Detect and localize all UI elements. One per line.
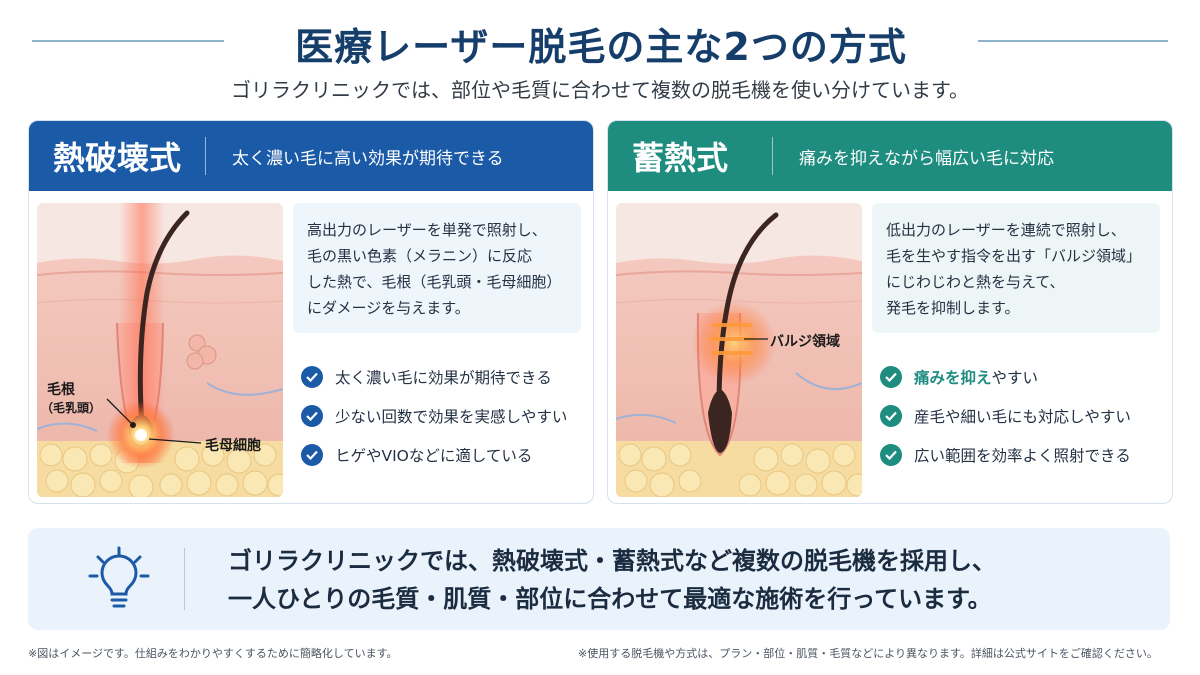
page-subtitle: ゴリラクリニックでは、部位や毛質に合わせて複数の脱毛機を使い分けています。: [231, 78, 969, 102]
check-icon: [880, 404, 902, 427]
list-item: 産毛や細い毛にも対応しやすい: [880, 396, 1170, 435]
description-box: 高出力のレーザーを単発で照射し、 毛の黒い色素（メラニン）に反応 した熱で、毛根…: [293, 203, 581, 333]
page-title: 医療レーザー脱毛の主な2つの方式: [295, 25, 907, 69]
feature-label: 太く濃い毛に効果が期待できる: [335, 368, 552, 387]
feature-list: 太く濃い毛に効果が期待できる 少ない回数で効果を実感しやすい ヒゲやVIOなどに…: [301, 357, 591, 474]
description-line: 低出力のレーザーを連続で照射し、: [886, 221, 1126, 239]
list-item: 少ない回数で効果を実感しやすい: [301, 396, 591, 435]
card-title: 熱破壊式: [53, 139, 182, 177]
card-header: 熱破壊式 太く濃い毛に高い効果が期待できる: [29, 121, 593, 191]
title-decor-line-right: [978, 40, 1168, 42]
card-thermal-destruction: 熱破壊式 太く濃い毛に高い効果が期待できる: [28, 120, 594, 504]
feature-label: 広い範囲を効率よく照射できる: [914, 446, 1131, 465]
description-line: 毛の黒い色素（メラニン）に反応: [307, 247, 533, 265]
description-line: にダメージを与えます。: [307, 299, 470, 317]
list-item: 太く濃い毛に効果が期待できる: [301, 357, 591, 396]
description-line: 高出力のレーザーを単発で照射し、: [307, 221, 547, 239]
title-row: 医療レーザー脱毛の主な2つの方式: [0, 14, 1200, 69]
description-line: にじわじわと熱を与えて、: [886, 273, 1065, 291]
card-tagline: 痛みを抑えながら幅広い毛に対応: [799, 148, 1055, 169]
feature-label: 産毛や細い毛にも対応しやすい: [914, 407, 1131, 426]
summary-text: ゴリラクリニックでは、熱破壊式・蓄熱式など複数の脱毛機を採用し、 一人ひとりの毛…: [228, 542, 996, 618]
list-item: 痛みを抑えやすい: [880, 357, 1170, 396]
label-bulge-region: バルジ領域: [770, 334, 840, 350]
description-line: 毛を生やす指令を出す「バルジ領域」: [886, 247, 1142, 265]
check-icon: [301, 443, 323, 466]
hair-follicle-illustration: 毛根 （毛乳頭） 毛母細胞: [37, 203, 283, 497]
description-line: した熱で、毛根（毛乳頭・毛母細胞）: [307, 273, 562, 291]
summary-line: ゴリラクリニックでは、熱破壊式・蓄熱式など複数の脱毛機を採用し、: [228, 547, 996, 575]
feature-label: ヒゲやVIOなどに適している: [335, 446, 533, 465]
header-divider: [772, 137, 774, 175]
check-icon: [301, 365, 323, 388]
feature-label: やすい: [991, 368, 1039, 387]
follicle-laser-image: [37, 203, 283, 497]
summary-line: 一人ひとりの毛質・肌質・部位に合わせて最適な施術を行っています。: [228, 585, 992, 613]
follicle-bulge-image: [616, 203, 862, 497]
check-icon: [880, 365, 902, 388]
list-item: 広い範囲を効率よく照射できる: [880, 435, 1170, 474]
label-matrix-cells: 毛母細胞: [205, 438, 261, 454]
check-icon: [880, 443, 902, 466]
description-line: 発毛を抑制します。: [886, 299, 1020, 317]
card-heat-accumulation: 蓄熱式 痛みを抑えながら幅広い毛に対応: [607, 120, 1173, 504]
footnote-left: ※図はイメージです。仕組みをわかりやすくするために簡略化しています。: [28, 647, 398, 660]
label-hair-root: 毛根: [47, 382, 75, 398]
panel-divider: [184, 548, 185, 610]
check-icon: [301, 404, 323, 427]
lightbulb-icon: [86, 546, 152, 612]
card-tagline: 太く濃い毛に高い効果が期待できる: [232, 148, 504, 169]
header-divider: [205, 137, 207, 175]
label-papilla: （毛乳頭）: [41, 401, 102, 415]
hair-follicle-illustration: バルジ領域: [616, 203, 862, 497]
footnote-right: ※使用する脱毛機や方式は、プラン・部位・肌質・毛質などにより異なります。詳細は公…: [578, 647, 1158, 660]
feature-list: 痛みを抑えやすい 産毛や細い毛にも対応しやすい 広い範囲を効率よく照射できる: [880, 357, 1170, 474]
card-header: 蓄熱式 痛みを抑えながら幅広い毛に対応: [608, 121, 1172, 191]
list-item: ヒゲやVIOなどに適している: [301, 435, 591, 474]
feature-label: 少ない回数で効果を実感しやすい: [335, 407, 568, 426]
description-box: 低出力のレーザーを連続で照射し、 毛を生やす指令を出す「バルジ領域」 にじわじわ…: [872, 203, 1160, 333]
title-decor-line-left: [32, 40, 224, 42]
feature-highlight: 痛みを抑え: [914, 368, 992, 387]
card-title: 蓄熱式: [632, 139, 729, 177]
summary-panel: ゴリラクリニックでは、熱破壊式・蓄熱式など複数の脱毛機を採用し、 一人ひとりの毛…: [28, 528, 1170, 630]
